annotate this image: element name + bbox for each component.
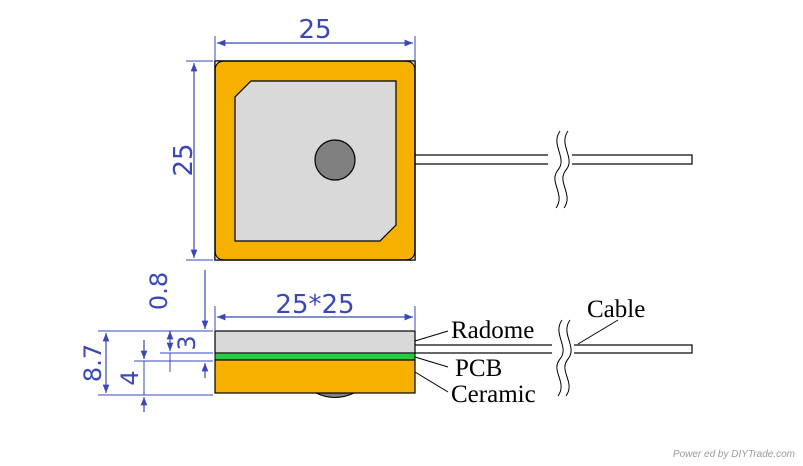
layer-ceramic	[214, 359, 416, 394]
dim-pcb-label: 0.8	[145, 272, 173, 310]
side-view: 25*25 8.7 4 3 0.8	[79, 270, 693, 412]
layer-pcb	[214, 352, 416, 361]
layer-radome	[214, 330, 416, 354]
label-cable: Cable	[587, 296, 645, 323]
cable-break-mark	[554, 130, 562, 209]
dim-total-label: 8.7	[79, 344, 107, 382]
top-view: 25 25	[169, 15, 693, 261]
dim-radome-label: 3	[173, 335, 201, 350]
top-height-dimension: 25	[169, 143, 199, 176]
watermark: Power ed by DIYTrade.com	[673, 449, 795, 460]
label-ceramic: Ceramic	[451, 381, 536, 408]
label-radome: Radome	[451, 317, 534, 344]
feed-pin	[314, 139, 356, 181]
label-pcb: PCB	[455, 355, 502, 382]
side-size-dimension: 25*25	[275, 290, 354, 320]
top-width-dimension: 25	[298, 15, 331, 45]
dim-ceramic-label: 4	[116, 370, 144, 385]
